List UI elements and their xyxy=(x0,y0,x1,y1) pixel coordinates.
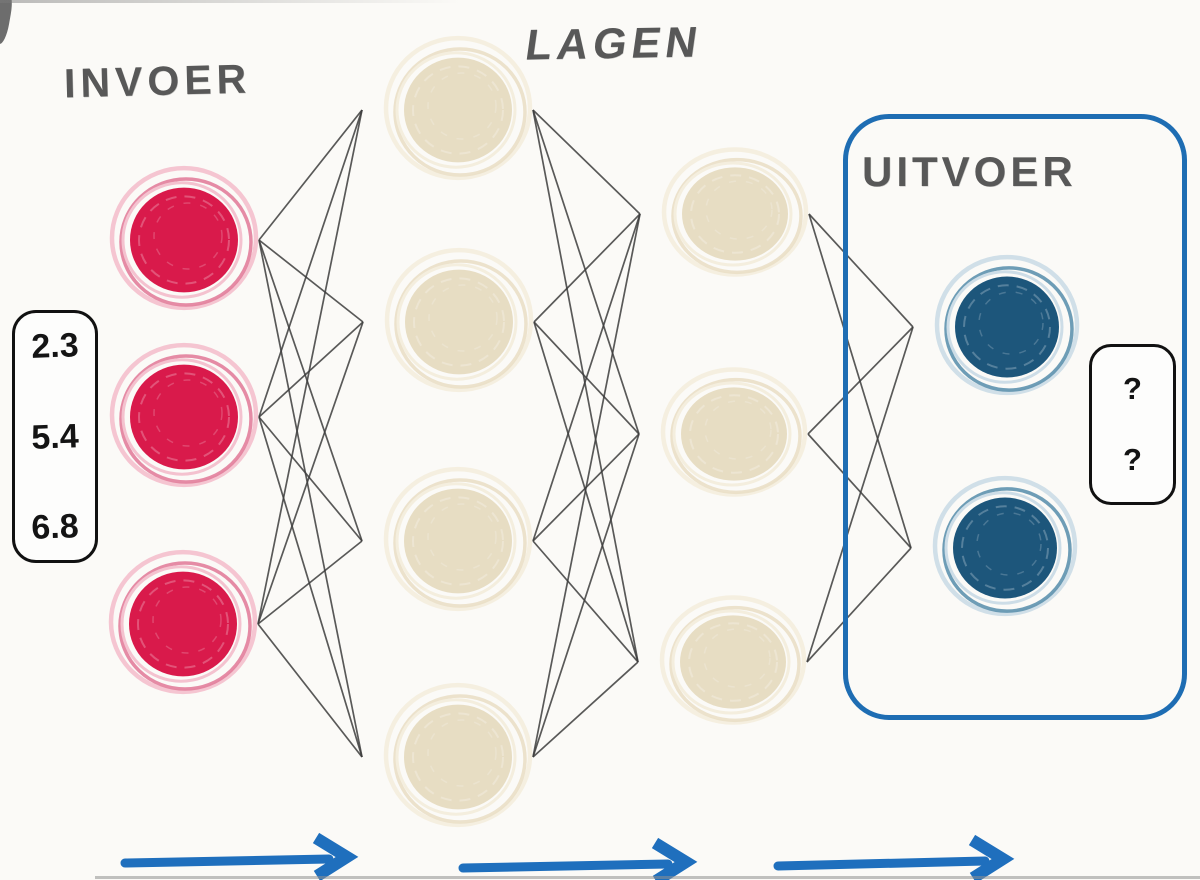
flow-arrow-head xyxy=(968,834,1015,880)
layers-label: LAGEN xyxy=(522,18,706,70)
input-node xyxy=(109,165,259,311)
input-value: 5.4 xyxy=(30,416,80,457)
output-label: UITVOER xyxy=(862,148,1077,195)
flow-arrow-head xyxy=(651,837,698,880)
output-values-box: ? ? xyxy=(1089,344,1176,505)
hidden2-node xyxy=(660,367,808,497)
hidden1-node xyxy=(383,466,533,612)
flow-arrow-head xyxy=(312,832,359,880)
output-question-mark: ? xyxy=(1123,442,1142,478)
uitvoer-box xyxy=(843,114,1187,720)
hidden1-node xyxy=(383,35,533,181)
hidden1-node xyxy=(383,682,533,828)
output-question-mark: ? xyxy=(1123,370,1142,406)
scan-artifact-bottom-edge xyxy=(95,876,1200,879)
hidden1-node xyxy=(384,247,534,393)
hidden2-node xyxy=(661,147,809,277)
input-values-box: 2.3 5.4 6.8 xyxy=(12,310,98,563)
output-node xyxy=(934,254,1080,396)
hidden2-node xyxy=(659,595,807,725)
input-label: INVOER xyxy=(63,55,252,107)
input-value: 6.8 xyxy=(30,507,80,547)
output-node xyxy=(932,475,1078,617)
scan-artifact-top-edge xyxy=(0,0,460,3)
flow-arrow-shaft xyxy=(773,856,990,871)
input-value: 2.3 xyxy=(30,326,80,366)
input-node xyxy=(109,342,259,488)
flow-arrow-shaft xyxy=(120,854,334,868)
flow-arrow-shaft xyxy=(458,859,673,873)
input-node xyxy=(108,549,258,695)
